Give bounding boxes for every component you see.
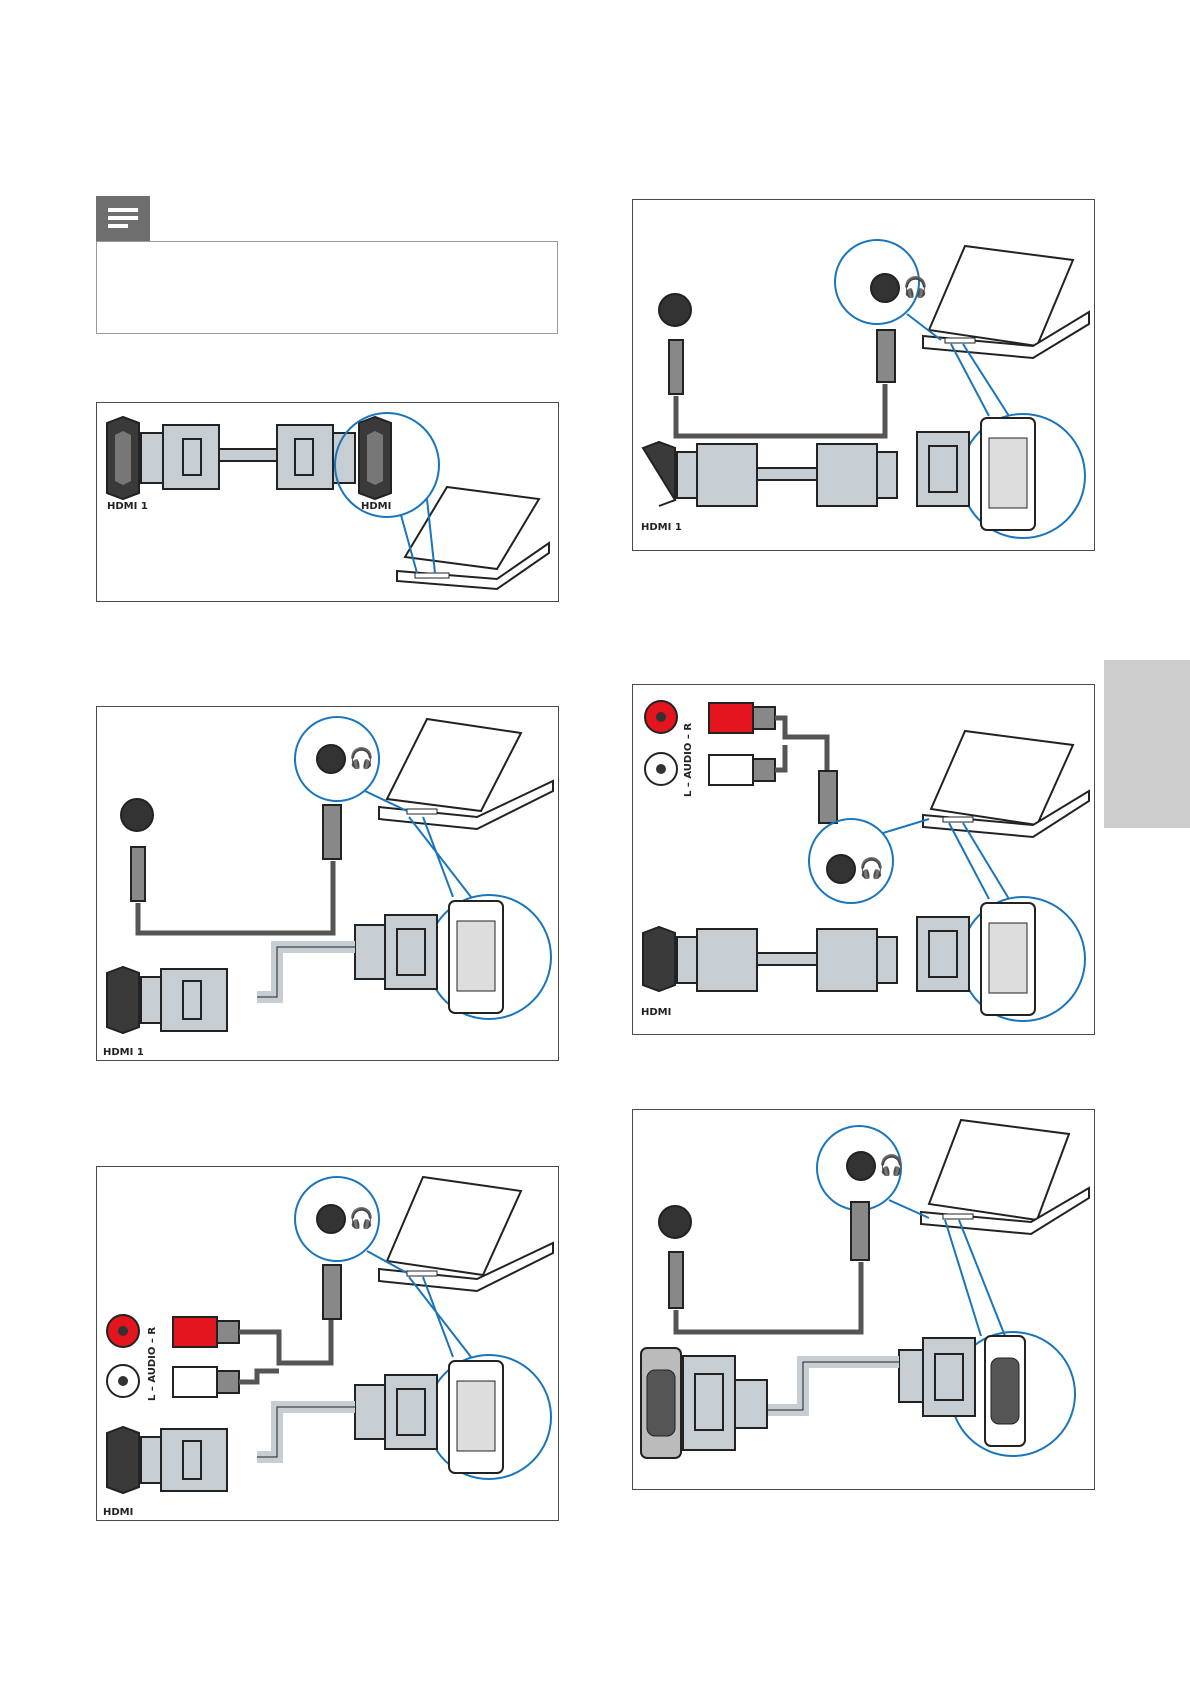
note-box bbox=[96, 241, 558, 334]
audio-jack-icon bbox=[826, 854, 856, 884]
dvi-connector-icon bbox=[354, 1374, 438, 1450]
audio-cable-icon bbox=[668, 1201, 870, 1335]
figure-hdmi-hdmi: HDMI 1 HDMI bbox=[96, 402, 559, 602]
hdmi-cable-icon bbox=[641, 440, 898, 507]
hdmi-connector-icon bbox=[106, 965, 228, 1035]
headphone-icon: 🎧 bbox=[879, 1153, 904, 1177]
audio-jack-icon bbox=[846, 1151, 876, 1181]
hdmi-port-right-icon bbox=[358, 415, 392, 501]
hdmi-port-left-icon bbox=[106, 415, 140, 501]
vga-connector-left-icon bbox=[682, 1355, 768, 1451]
audio-jack-left-icon bbox=[658, 1205, 692, 1239]
laptop-icon bbox=[396, 485, 550, 591]
rca-cable-icon bbox=[708, 702, 838, 824]
dvi-port-icon bbox=[980, 417, 1036, 531]
figure-hdmi-dvi-audio: 🎧 HDMI 1 bbox=[96, 706, 559, 1061]
headphone-icon: 🎧 bbox=[349, 1206, 374, 1230]
hdmi-cable-icon bbox=[140, 424, 356, 490]
audio-jack-icon bbox=[316, 744, 346, 774]
figure-vga-audio: 🎧 bbox=[632, 1109, 1095, 1490]
laptop-icon bbox=[378, 717, 554, 831]
laptop-icon bbox=[922, 244, 1090, 360]
dvi-port-icon bbox=[448, 900, 504, 1014]
fig5-audio-label: L – AUDIO – R bbox=[147, 1327, 158, 1401]
vga-port-icon bbox=[984, 1335, 1026, 1447]
audio-jack-icon bbox=[870, 273, 900, 303]
laptop-icon bbox=[920, 1118, 1090, 1236]
note-icon bbox=[96, 196, 150, 242]
fig1-label-left: HDMI 1 bbox=[107, 501, 148, 512]
audio-jack-left-icon bbox=[658, 293, 692, 327]
dvi-connector-icon bbox=[916, 916, 970, 992]
chapter-side-tab bbox=[1104, 660, 1190, 828]
dvi-port-icon bbox=[980, 902, 1036, 1016]
dvi-connector-icon bbox=[354, 914, 438, 990]
dvi-port-icon bbox=[448, 1360, 504, 1474]
vga-port-left-icon bbox=[640, 1347, 682, 1459]
audio-cable-icon bbox=[668, 329, 896, 439]
fig5-label: HDMI bbox=[103, 1507, 133, 1518]
vga-connector-right-icon bbox=[898, 1337, 976, 1417]
audio-jack-left-icon bbox=[120, 798, 154, 832]
dvi-connector-icon bbox=[916, 431, 970, 507]
figure-hdmi-dvi-rca-2: 🎧 L – AUDIO – R bbox=[96, 1166, 559, 1521]
audio-jack-icon bbox=[316, 1204, 346, 1234]
hdmi-connector-icon bbox=[106, 1425, 228, 1495]
laptop-icon bbox=[378, 1175, 554, 1293]
audio-cable-icon bbox=[130, 804, 342, 936]
fig3-label: HDMI 1 bbox=[641, 522, 682, 533]
fig4-audio-label: L – AUDIO – R bbox=[683, 723, 694, 797]
headphone-icon: 🎧 bbox=[903, 275, 928, 299]
headphone-icon: 🎧 bbox=[859, 856, 884, 880]
fig4-label: HDMI bbox=[641, 1007, 671, 1018]
headphone-icon: 🎧 bbox=[349, 746, 374, 770]
figure-hdmi-dvi-rca: L – AUDIO – R 🎧 bbox=[632, 684, 1095, 1035]
fig2-label: HDMI 1 bbox=[103, 1047, 144, 1058]
laptop-icon bbox=[922, 729, 1090, 839]
hdmi-cable-icon bbox=[642, 925, 898, 993]
fig1-label-right: HDMI bbox=[361, 501, 391, 512]
rca-cable-icon bbox=[172, 1264, 342, 1398]
figure-hdmi-dvi-audio-2: 🎧 HDMI 1 bbox=[632, 199, 1095, 551]
